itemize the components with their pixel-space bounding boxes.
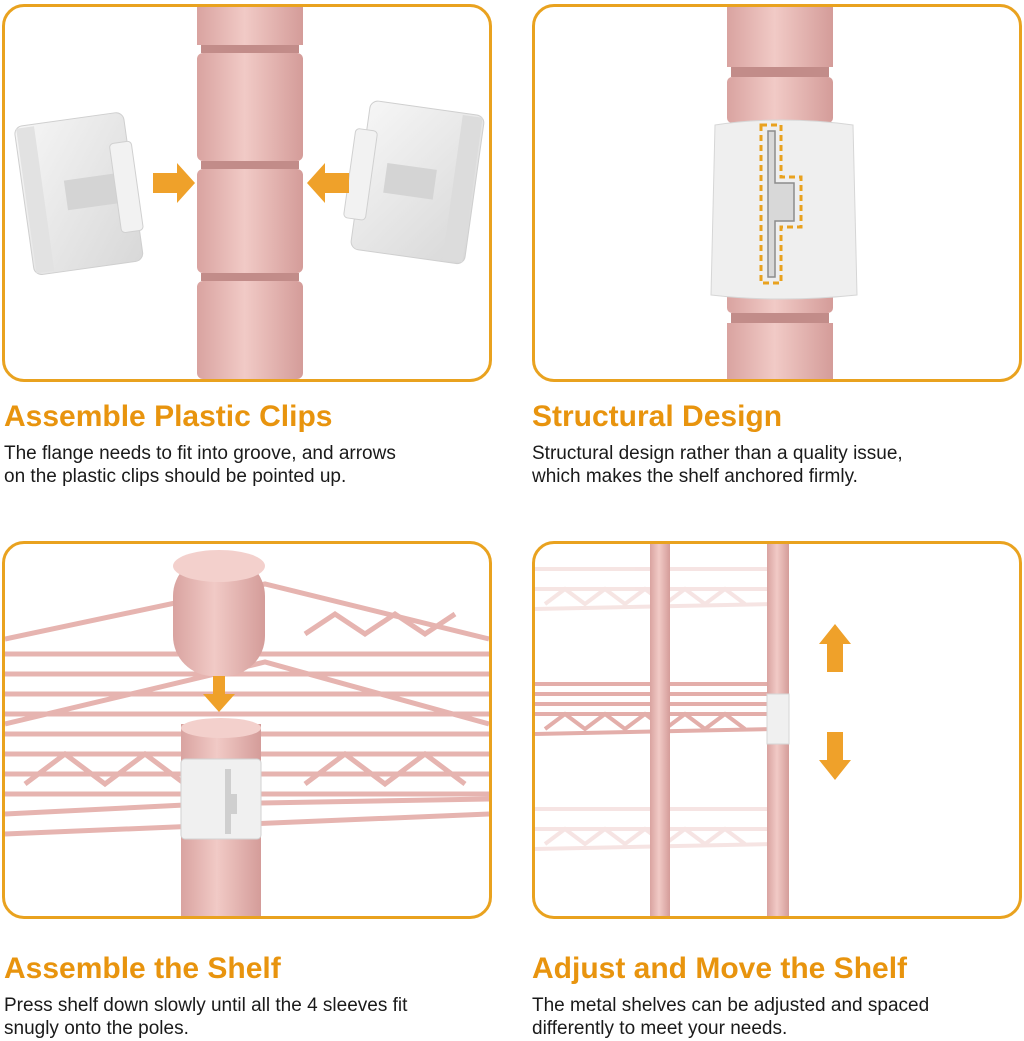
right-plastic-clip xyxy=(343,100,485,265)
structural-design-description: Structural design rather than a quality … xyxy=(532,443,903,487)
left-plastic-clip xyxy=(14,112,144,276)
assemble-plastic-clips-title: Assemble Plastic Clips xyxy=(4,400,333,433)
white-clip xyxy=(766,693,790,745)
adjust-shelf-title: Adjust and Move the Shelf xyxy=(532,952,908,985)
arrow-down-icon xyxy=(819,732,851,780)
arrow-right-icon xyxy=(153,163,195,203)
white-clip xyxy=(180,758,262,840)
pole-segment xyxy=(197,169,303,273)
pole-segment xyxy=(197,281,303,379)
arrow-up-icon xyxy=(819,624,851,672)
pole-segment xyxy=(197,53,303,161)
pole-segment xyxy=(727,323,833,379)
pole-segment xyxy=(727,7,833,67)
groove-highlight xyxy=(759,123,803,285)
shelf-sleeve xyxy=(173,556,265,676)
panel-assemble-plastic-clips-image xyxy=(2,4,492,382)
panel-structural-design-image xyxy=(532,4,1022,382)
structural-design-title: Structural Design xyxy=(532,400,783,433)
arrow-down-icon xyxy=(203,676,235,712)
arrow-left-icon xyxy=(307,163,349,203)
panel-adjust-shelf-image xyxy=(532,541,1022,919)
assemble-shelf-description: Press shelf down slowly until all the 4 … xyxy=(4,995,408,1039)
pole-segment xyxy=(197,7,303,45)
assemble-shelf-illustration xyxy=(5,550,489,916)
structural-design-illustration xyxy=(710,7,858,379)
left-pole xyxy=(650,544,670,916)
panel-assemble-shelf-image xyxy=(2,541,492,919)
assemble-shelf-title: Assemble the Shelf xyxy=(4,952,281,985)
plastic-clips-illustration xyxy=(14,7,485,379)
assemble-plastic-clips-description: The flange needs to fit into groove, and… xyxy=(4,443,396,487)
adjust-shelf-description: The metal shelves can be adjusted and sp… xyxy=(532,995,930,1039)
adjust-shelf-illustration xyxy=(535,544,851,916)
